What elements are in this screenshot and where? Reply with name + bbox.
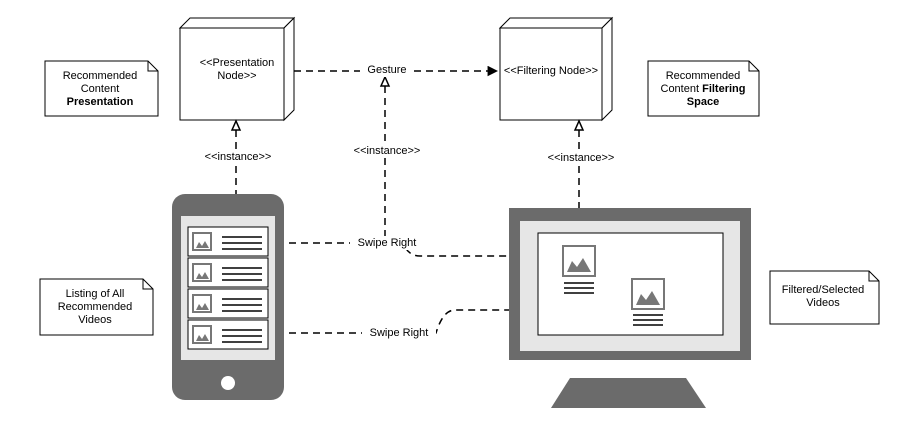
filtering-node-label: <<Filtering Node>> bbox=[503, 65, 599, 77]
note-listing-line3: Videos bbox=[78, 314, 112, 326]
phone-list-item bbox=[187, 288, 269, 319]
note-filtering-line3: Space bbox=[686, 96, 720, 108]
note-presentation-line3: Presentation bbox=[66, 96, 134, 108]
presentation-node-label: <<Presentation Node>> bbox=[190, 57, 284, 83]
presentation-node bbox=[178, 16, 296, 122]
note-listing bbox=[39, 278, 154, 336]
note-presentation bbox=[44, 60, 159, 117]
instance-connector-filtering bbox=[573, 119, 585, 208]
filtered-video-item bbox=[631, 278, 665, 326]
phone-list-item bbox=[187, 226, 269, 257]
instance-label-gesture: <<instance>> bbox=[345, 145, 429, 158]
desktop-monitor bbox=[509, 208, 751, 408]
phone-list-item bbox=[187, 319, 269, 350]
note-presentation-line1: Recommended bbox=[62, 70, 138, 82]
note-filtering bbox=[647, 60, 760, 117]
instance-connector-presentation bbox=[230, 119, 242, 196]
filtered-video-item bbox=[562, 245, 596, 294]
note-listing-line1: Listing of All bbox=[65, 288, 125, 300]
note-presentation-text: Recommended Content Presentation bbox=[45, 70, 155, 109]
gesture-label: Gesture bbox=[360, 64, 414, 77]
note-presentation-line2: Content bbox=[80, 83, 120, 95]
presentation-node-label-line1: <<Presentation bbox=[199, 57, 275, 69]
swipe-label-top: Swipe Right bbox=[350, 237, 424, 250]
instance-label-presentation: <<instance>> bbox=[196, 151, 280, 164]
note-filtered bbox=[769, 270, 880, 325]
note-filtered-line1: Filtered/Selected bbox=[781, 284, 865, 296]
swipe-label-bottom: Swipe Right bbox=[362, 327, 436, 340]
note-filtering-line2b: Filtering bbox=[702, 83, 746, 95]
filtering-node bbox=[498, 16, 614, 122]
presentation-node-label-line2: Node>> bbox=[217, 70, 257, 82]
swipe-connector-bottom bbox=[265, 304, 630, 334]
phone-list-item bbox=[187, 257, 269, 288]
monitor-stand bbox=[551, 378, 706, 408]
note-listing-line2: Recommended bbox=[57, 301, 133, 313]
note-filtered-line2: Videos bbox=[806, 297, 840, 309]
note-filtered-text: Filtered/Selected Videos bbox=[770, 284, 876, 310]
note-listing-text: Listing of All Recommended Videos bbox=[40, 288, 150, 327]
instance-connector-gesture bbox=[379, 75, 391, 236]
note-filtering-line2a: Content bbox=[660, 83, 703, 95]
phone-home-button bbox=[221, 376, 235, 390]
note-filtering-line1: Recommended bbox=[665, 70, 741, 82]
note-filtering-text: Recommended Content Filtering Space bbox=[648, 70, 758, 109]
instance-label-filtering: <<instance>> bbox=[539, 152, 623, 165]
